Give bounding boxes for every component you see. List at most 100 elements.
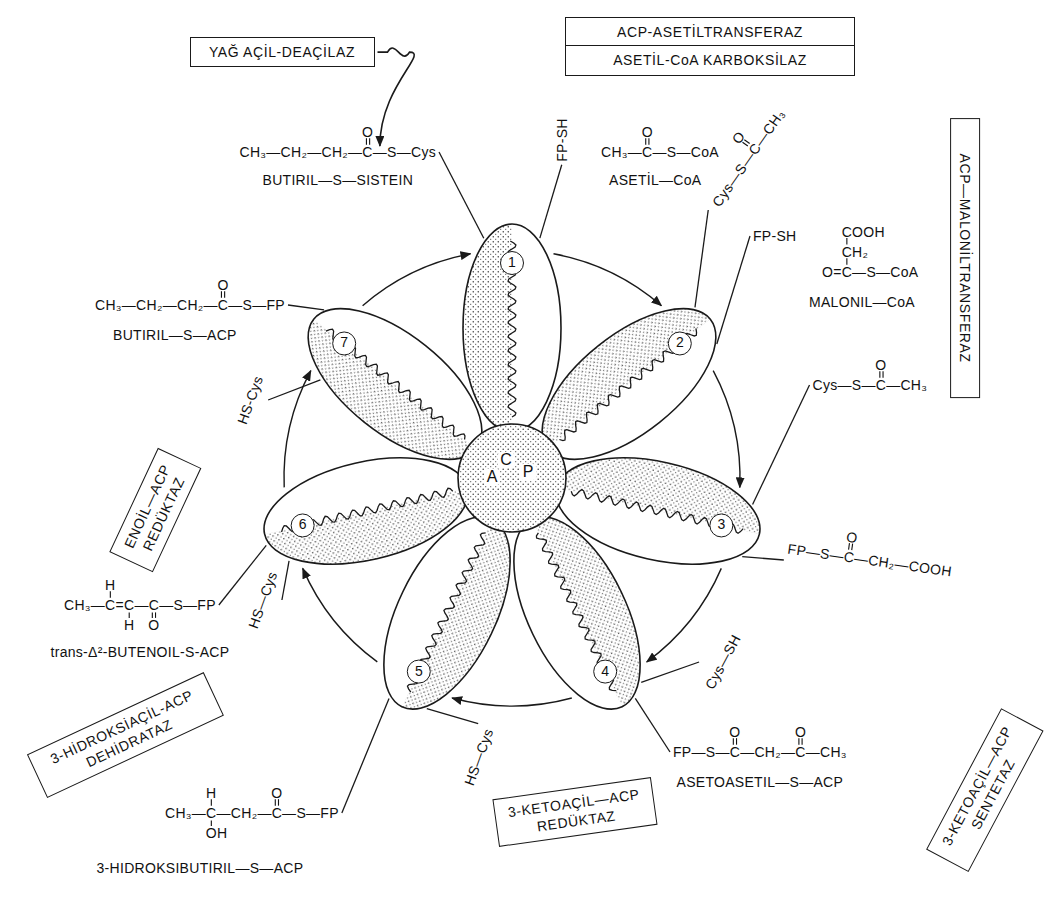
petal-stipple <box>517 281 710 449</box>
cycle-arrow <box>452 698 572 706</box>
bond-lines <box>64 596 65 597</box>
formula-group: Cys—SH <box>700 632 744 693</box>
bond-lines <box>553 161 554 162</box>
chem-label: O <box>875 358 886 372</box>
formula-group: MALONIL—CoA <box>809 293 915 311</box>
chem-label: BUTIRIL—S—ACP <box>113 328 237 342</box>
chem-label: O <box>217 278 228 292</box>
chem-label: CH₃—CH₂—CH₂—C—S—FP <box>95 298 285 312</box>
chem-label: O <box>362 125 373 139</box>
enzyme-name: ACP—MALONİLTRANSFERAZ <box>956 128 974 388</box>
formula-group: FP—S—C—CH₂—C—CH₃OO <box>673 743 847 761</box>
petal-ground <box>253 440 478 582</box>
cycle-arrow <box>713 371 740 488</box>
formula-group: CH₃—CH₂—CH₂—C—S—CysO <box>240 143 437 161</box>
chem-label: CH₃—CH₂—CH₂—C—S—Cys <box>240 145 437 159</box>
chem-label: FP-SH <box>753 229 797 243</box>
bond-lines <box>609 171 610 172</box>
leader-line <box>282 561 289 600</box>
cycle-arrow <box>303 568 378 662</box>
leader-line <box>439 152 484 238</box>
callout-number: 6 <box>290 514 314 538</box>
formula-group: HS-Cys <box>233 373 267 426</box>
chem-label: HS-Cys <box>235 374 265 426</box>
core-ground <box>458 424 566 532</box>
chem-label: trans-Δ²-BUTENOIL-S-ACP <box>51 645 230 659</box>
petal-ground <box>463 224 561 432</box>
bond-line <box>365 138 366 145</box>
chem-label: HS—Cys <box>461 727 494 788</box>
enzyme-name: 3-KETOAÇİL—ACP SENTETAZ <box>936 720 1034 861</box>
chem-label: H <box>105 578 115 592</box>
formula-group: 3-HIDROKSIBUTIRIL—S—ACP <box>97 859 304 877</box>
petal-stipple <box>532 498 666 707</box>
leader-line <box>342 698 389 813</box>
enzyme-box: ACP—MALONİLTRANSFERAZ <box>950 118 980 398</box>
formula-group: O=C—S—CoACH₂COOH <box>822 263 918 281</box>
callout-number: 7 <box>332 332 356 356</box>
bond-lines <box>244 624 245 625</box>
formula-group: FP-SH <box>753 227 797 245</box>
enzyme-name: YAĞ AÇİL-DEAÇİLAZ <box>200 43 365 61</box>
chem-label: O=C—S—CoA <box>822 265 918 279</box>
formula-group: CH₃—C=C—C—S—FPHHO <box>64 596 216 614</box>
bond-line <box>879 371 880 378</box>
enzyme-name: 3-HİDROKSİAÇİL-ACP DEHİDRATAZ <box>38 682 212 789</box>
chem-label: MALONIL—CoA <box>809 295 915 309</box>
chem-label: Cys—S—C—CH₃ <box>813 378 928 392</box>
enzyme-name: ASETİL-CoA KARBOKSİLAZ <box>575 51 845 69</box>
chem-label: O <box>271 786 282 800</box>
petal-border <box>463 224 561 432</box>
leader-line <box>427 709 478 724</box>
chem-label: HS—Cys <box>245 570 278 631</box>
chem-label: 3-HIDROKSIBUTIRIL—S—ACP <box>97 861 304 875</box>
leader-line <box>635 698 670 752</box>
chem-label: O <box>729 725 740 739</box>
chem-label: CH₃—C—S—CoA <box>601 145 719 159</box>
bond-lines <box>809 293 810 294</box>
bond-line <box>648 138 649 145</box>
central-core: CPA <box>457 423 567 533</box>
petal-wave <box>557 327 699 443</box>
petal-wave <box>324 327 466 443</box>
chem-label: O <box>845 529 858 544</box>
chem-label: O <box>795 725 806 739</box>
core-letter: A <box>484 469 500 485</box>
formula-group: HS—Cys <box>244 569 281 631</box>
chem-label: COOH <box>842 225 885 239</box>
core-letter: C <box>498 452 514 468</box>
leader-line <box>717 236 750 344</box>
enzyme-box: 3-KETOAÇİL—ACP REDÜKTAZ <box>492 777 657 847</box>
bond-lines <box>51 643 52 644</box>
callout-number: 1 <box>500 251 524 275</box>
cleavage-arrow <box>378 48 415 146</box>
bond-line <box>155 612 156 618</box>
chem-label: FP—S—C—CH₂—C—CH₃ <box>673 745 847 759</box>
bond-lines <box>601 143 602 144</box>
bond-lines <box>813 376 814 377</box>
bond-line <box>851 544 853 550</box>
formula-group: BUTIRIL—S—SISTEIN <box>263 171 414 189</box>
formula-group: FP—S—C—CH₂—COOHO <box>787 540 953 581</box>
formula-group: ASETİL—CoA <box>609 171 701 189</box>
bond-lines <box>165 804 166 805</box>
bond-line <box>369 138 370 145</box>
chem-label: ASETİL—CoA <box>609 173 701 187</box>
core-stipple <box>458 424 566 532</box>
bond-line <box>211 820 212 826</box>
chem-label: Cys—S—C—CH₃ <box>709 107 786 209</box>
petal-wave <box>535 531 618 693</box>
bond-lines <box>97 859 98 860</box>
bond-line <box>645 138 646 145</box>
bond-line <box>733 738 734 745</box>
formula-group: HS—Cys <box>460 726 497 788</box>
chem-label: H <box>206 786 216 800</box>
enzyme-name: ACP-ASETİLTRANSFERAZ <box>575 23 845 41</box>
enzyme-box: YAĞ AÇİL-DEAÇİLAZ <box>190 37 375 67</box>
bond-lines <box>95 296 96 297</box>
chem-label: FP-SH <box>555 118 569 162</box>
petal-stipple <box>264 488 478 582</box>
formula-group: ASETOASETIL—S—ACP <box>677 773 844 791</box>
cycle-arrow <box>284 371 311 488</box>
